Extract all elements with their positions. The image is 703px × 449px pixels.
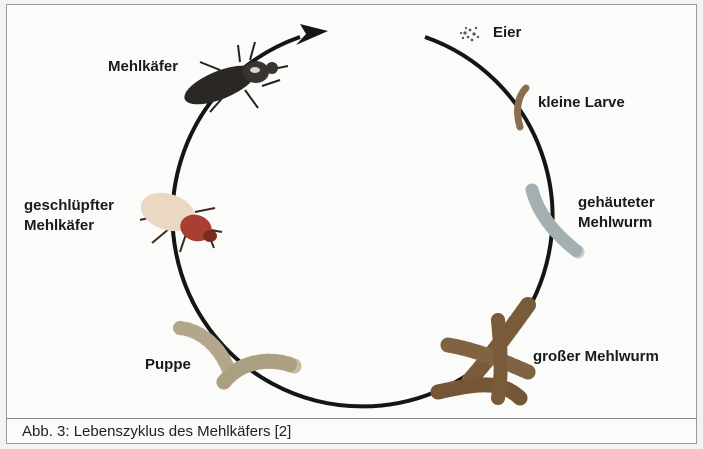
caption-divider [6, 418, 697, 419]
label-small-larva: kleine Larve [538, 93, 625, 113]
label-pupa: Puppe [145, 355, 191, 375]
label-eggs: Eier [493, 23, 521, 43]
cycle-arrow-head [296, 24, 328, 45]
big-mealworm-icon [438, 305, 528, 398]
mealworm-beetle-icon [180, 42, 288, 112]
label-moulted-mealworm-line2: Mehlwurm [578, 213, 652, 233]
pupa-icon [180, 328, 294, 382]
label-hatched-beetle-line1: geschlüpfter [24, 196, 114, 216]
label-moulted-mealworm-line1: gehäuteter [578, 193, 655, 213]
freshly-hatched-beetle-icon [136, 186, 222, 252]
label-beetle: Mehlkäfer [108, 57, 178, 77]
figure-caption: Abb. 3: Lebenszyklus des Mehlkäfers [2] [22, 423, 291, 440]
label-big-mealworm: großer Mehlwurm [533, 347, 659, 367]
eggs-icon [460, 27, 479, 42]
label-hatched-beetle-line2: Mehlkäfer [24, 216, 94, 236]
